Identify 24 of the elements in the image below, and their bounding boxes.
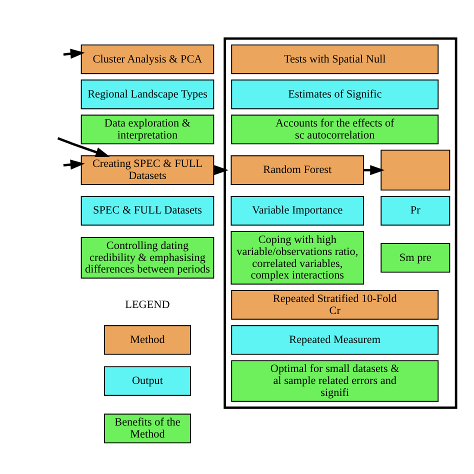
node-box: Cluster Analysis & PCA	[80, 44, 214, 74]
node-box: Estimates of Signific	[231, 79, 439, 109]
node-box: Coping with high variable/observations ratio, correlated variables, complex interactions	[230, 230, 364, 284]
node-box: Random Forest	[230, 154, 364, 184]
node-box: Regional Landscape Types	[80, 79, 214, 109]
label: LEGEND	[125, 298, 170, 310]
node-box: Tests with Spatial Null	[231, 44, 439, 74]
node-box: Creating SPEC & FULL Datasets	[80, 154, 214, 184]
arrow	[57, 136, 110, 156]
legend-label: Method	[130, 333, 165, 346]
node-box: Data exploration & interpretation	[80, 114, 214, 144]
node-box: Sm pre	[380, 242, 450, 272]
node-box: Controlling dating credibility & emphasising differences between periods	[80, 236, 214, 278]
node-box: SPEC & FULL Datasets	[80, 195, 214, 226]
node-box: Accounts for the effects of sc autocorrelation	[231, 114, 439, 144]
node-box: Repeated Measurem	[231, 324, 439, 354]
legend-label: Benefits of the Method	[114, 416, 180, 440]
node-box: Optimal for small datasets & al sample related errors and signifi	[231, 360, 439, 402]
node-box	[380, 149, 450, 190]
cluster	[224, 36, 458, 408]
node-box: Variable Importance	[230, 195, 364, 226]
legend-label: Output	[132, 374, 163, 386]
node-box: Pr	[380, 195, 450, 226]
node-box: Repeated Stratified 10-Fold Cr	[231, 290, 439, 320]
